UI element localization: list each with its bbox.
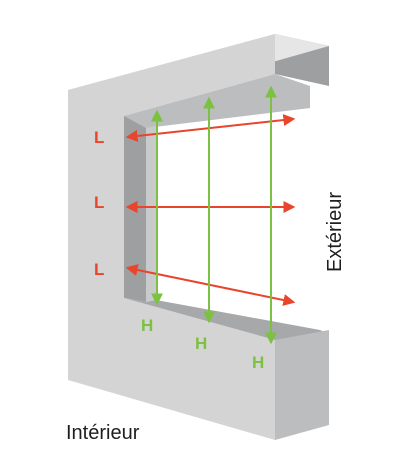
height-label-middle: H <box>195 334 207 353</box>
sill-top-face <box>124 298 329 340</box>
jamb-highlight <box>146 126 156 302</box>
height-label-left: H <box>141 316 153 335</box>
width-label-top: L <box>94 128 104 147</box>
height-measurements: H H H <box>141 85 277 372</box>
sill-side-face <box>275 330 329 440</box>
width-label-bottom: L <box>94 260 104 279</box>
interior-label: Intérieur <box>66 422 140 444</box>
width-label-middle: L <box>94 193 104 212</box>
wall-front-face <box>68 34 275 440</box>
jamb-reveal <box>124 116 146 302</box>
height-label-right: H <box>252 353 264 372</box>
wall-frame <box>68 34 329 440</box>
exterior-label: Extérieur <box>324 192 346 272</box>
